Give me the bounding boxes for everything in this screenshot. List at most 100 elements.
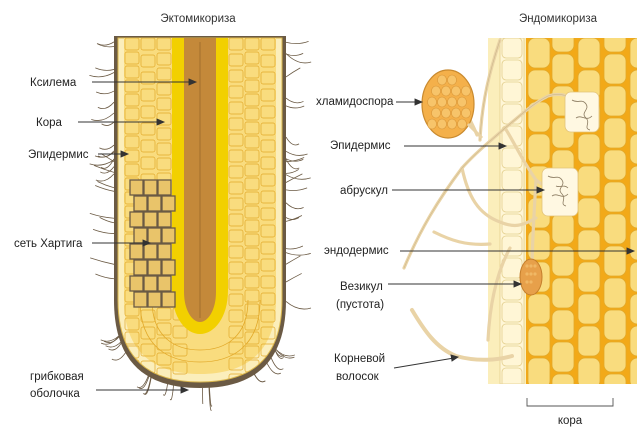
- cortex-cell-endo: [551, 245, 575, 277]
- cortex-cell: [140, 139, 156, 153]
- cortex-cell-endo: [629, 229, 637, 261]
- cortex-cell: [156, 307, 172, 321]
- cortex-cell: [172, 361, 188, 375]
- cortex-cell-endo: [629, 133, 637, 165]
- cortex-cell: [124, 149, 140, 163]
- cortex-cell-endo: [629, 101, 637, 133]
- cortex-cell: [228, 261, 244, 275]
- vesicle-granule: [529, 272, 533, 276]
- cortex-cell: [260, 38, 276, 51]
- xylem-label: Ксилема: [30, 77, 77, 89]
- epidermis-cell: [501, 81, 523, 103]
- cortex-cell: [124, 317, 140, 331]
- cortex-cell: [260, 71, 276, 85]
- cortex-cell: [228, 309, 244, 323]
- cortex-cell: [124, 163, 140, 177]
- hartig-net-cell: [157, 275, 172, 292]
- spore-granule: [451, 85, 461, 97]
- cortex-cell-endo: [603, 53, 627, 85]
- fungal-hypha: [95, 67, 115, 71]
- cortex-cell-endo: [577, 293, 601, 325]
- hartig-net-label: сеть Хартига: [14, 238, 83, 250]
- cortex-cell: [228, 149, 244, 163]
- cortex-cell-endo: [577, 325, 601, 357]
- cortex-cell-endo: [577, 133, 601, 165]
- cortex-cell: [228, 357, 244, 371]
- root-hair-label-line2: волосок: [336, 371, 380, 383]
- fungal-hypha: [91, 112, 115, 121]
- fungal-hypha: [97, 101, 115, 109]
- endomycorrhiza-title: Эндомикориза: [519, 13, 598, 25]
- epidermis-cell: [501, 279, 523, 301]
- fungal-hypha: [100, 166, 115, 174]
- fungal-hypha: [95, 173, 115, 182]
- chlamydospore: [421, 69, 484, 140]
- fungal-hypha: [285, 105, 305, 109]
- cortex-cell: [244, 51, 260, 65]
- spore-granule: [437, 118, 447, 130]
- fungal-hypha: [99, 217, 115, 224]
- cortex-cell: [244, 191, 260, 205]
- fungal-hypha: [285, 174, 311, 180]
- epidermis-cell: [501, 235, 523, 257]
- ectomycorrhiza-title: Эктомикориза: [160, 13, 236, 25]
- fungal-hypha: [269, 355, 284, 370]
- fungal-hypha: [95, 273, 115, 280]
- arbuscule-upper: [564, 91, 600, 133]
- fungal-hypha: [285, 158, 300, 170]
- ectomycorrhiza-illustration: Эктомикориза Ксилема Кора Эпидермис сеть…: [14, 13, 312, 411]
- cortex-cell: [260, 190, 276, 204]
- cortex-cell: [244, 163, 260, 177]
- fungal-hypha: [285, 158, 304, 162]
- cortex-cell-endo: [577, 261, 601, 293]
- cortex-cell: [156, 38, 172, 51]
- cortex-cell: [244, 317, 260, 331]
- cortex-cell-endo: [603, 277, 627, 309]
- cortex-cell: [260, 54, 276, 68]
- fungal-hypha: [108, 342, 123, 351]
- cortex-cell: [260, 173, 276, 187]
- fungal-hypha: [285, 150, 308, 156]
- cortex-cell: [244, 247, 260, 261]
- fungal-hypha: [285, 301, 312, 310]
- cortex-cell: [244, 331, 260, 345]
- fungal-hypha: [285, 252, 311, 256]
- fungal-hypha: [285, 169, 299, 174]
- vesicle-granule: [529, 280, 533, 284]
- cortex-bracket: [526, 398, 614, 407]
- cortex-cell: [156, 52, 172, 66]
- epidermis-cell: [501, 345, 523, 367]
- cortex-cell: [156, 97, 172, 111]
- cortex-cell: [244, 205, 260, 219]
- cortex-cell: [260, 224, 276, 238]
- epidermis-cell: [501, 38, 523, 59]
- hartig-net-cell: [129, 243, 144, 260]
- hartig-net-cell: [129, 211, 144, 228]
- hartig-net-cell: [147, 227, 162, 244]
- spore-granule: [447, 74, 457, 86]
- cortex-cell: [124, 107, 140, 121]
- hartig-net-cell: [129, 275, 144, 292]
- hartig-net-cell: [161, 227, 176, 244]
- cortex-cell: [244, 345, 260, 359]
- spore-granule: [431, 85, 441, 97]
- cortex-cell-endo: [551, 341, 575, 373]
- cortex-cell: [260, 156, 276, 170]
- cortex-cell: [124, 135, 140, 149]
- spore-granule: [431, 107, 441, 119]
- spore-granule: [461, 107, 471, 119]
- cortex-cell-endo: [551, 213, 575, 245]
- cortex-label-left: Кора: [36, 117, 62, 129]
- spore-granule: [427, 96, 437, 108]
- cortex-cell: [228, 181, 244, 195]
- cortex-cell-endo: [629, 69, 637, 101]
- cortex-cell: [228, 341, 244, 355]
- cortex-cell: [156, 127, 172, 141]
- epidermis-cell: [501, 59, 523, 81]
- root-hair-label-line1: Корневой: [334, 353, 385, 365]
- cortex-cell: [124, 38, 140, 51]
- root-hair-pointer: [393, 357, 455, 369]
- fungal-hypha: [96, 41, 115, 46]
- cortex-cell-endo: [527, 357, 551, 384]
